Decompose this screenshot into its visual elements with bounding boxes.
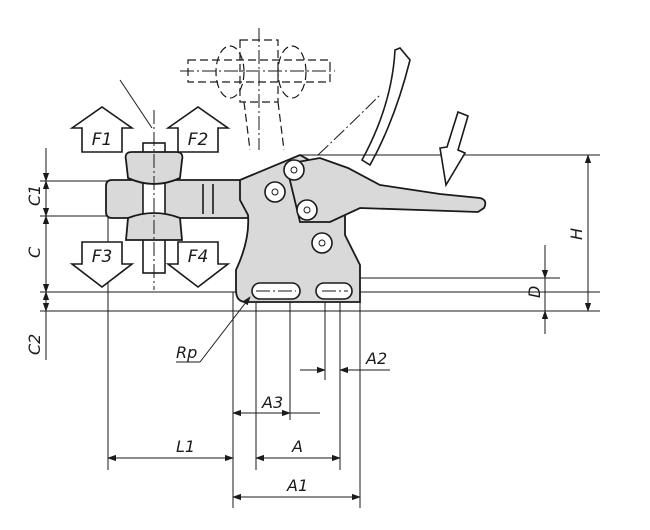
force-arrow-f2: F2 — [165, 106, 231, 153]
svg-text:F4: F4 — [188, 247, 209, 267]
svg-text:C: C — [25, 246, 44, 258]
dimension-a3: A3 — [232, 393, 320, 417]
svg-text:Rp: Rp — [176, 343, 197, 362]
svg-text:C2: C2 — [25, 334, 44, 355]
svg-text:D: D — [525, 286, 544, 298]
dimension-l1: L1 — [107, 437, 234, 462]
svg-text:A2: A2 — [365, 349, 387, 368]
dimension-h: H — [567, 154, 592, 312]
force-arrow-f1: F1 — [69, 106, 135, 153]
clamp-handle — [284, 157, 487, 223]
dimension-rp: Rp — [176, 296, 251, 363]
svg-text:L1: L1 — [176, 437, 195, 456]
reference-lines — [40, 154, 600, 508]
pivot-pins — [264, 159, 333, 254]
svg-text:F1: F1 — [92, 130, 113, 150]
dimension-a: A — [255, 437, 341, 462]
svg-text:A3: A3 — [261, 393, 283, 412]
svg-text:F3: F3 — [92, 247, 113, 267]
dimension-a1: A1 — [232, 476, 361, 501]
dimension-d: D — [525, 245, 549, 334]
dimension-c2: C2 — [25, 291, 50, 360]
phantom-open-position — [180, 28, 381, 156]
svg-text:A: A — [291, 437, 303, 456]
dimension-c1: C1 — [25, 148, 50, 217]
svg-text:H: H — [567, 228, 586, 240]
svg-text:C1: C1 — [25, 185, 44, 206]
operating-direction-arrow — [439, 110, 469, 188]
force-arrow-f4: F4 — [165, 241, 231, 289]
mounting-slots — [251, 282, 353, 300]
handle-open-outline — [360, 47, 411, 167]
svg-text:A1: A1 — [286, 476, 308, 495]
spindle-bolt — [119, 79, 184, 290]
force-arrow-f3: F3 — [69, 241, 135, 289]
svg-text:F2: F2 — [188, 130, 209, 150]
clamp-arm — [105, 179, 263, 219]
dimension-c: C — [25, 215, 50, 293]
dimension-a2: A2 — [300, 349, 390, 374]
